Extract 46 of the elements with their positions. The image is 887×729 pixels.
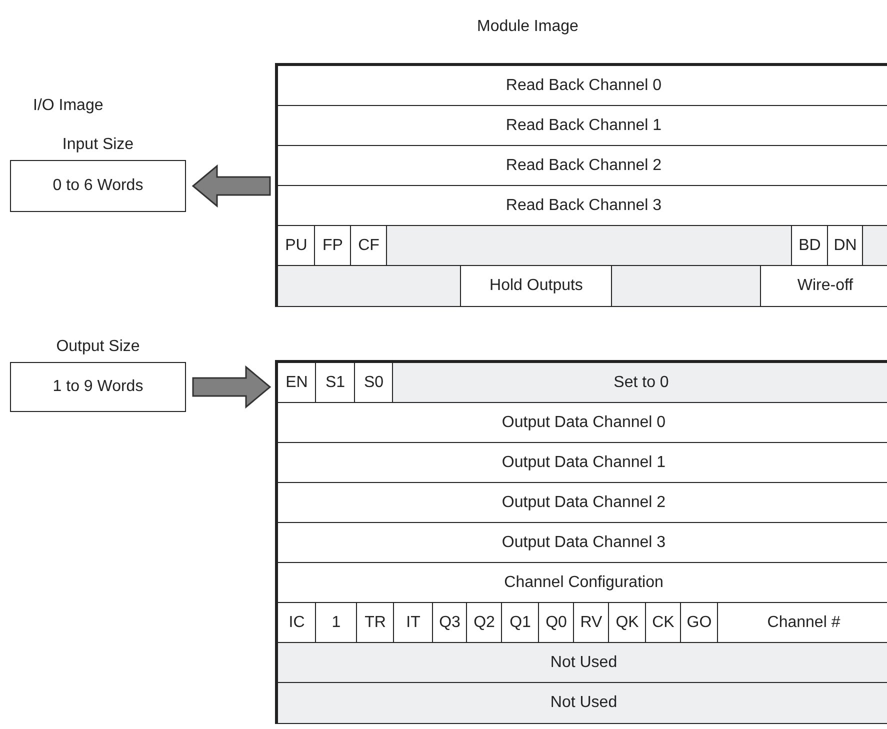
register-cell: Q0: [538, 602, 574, 644]
box-text: 1 to 9 Words: [52, 377, 144, 397]
register-cell: QK: [608, 602, 646, 644]
register-cell: Read Back Channel 0: [277, 65, 887, 106]
empty-cell: [862, 225, 887, 266]
register-cell: GO: [680, 602, 718, 644]
register-cell: CK: [645, 602, 682, 644]
register-cell: Read Back Channel 1: [277, 105, 887, 146]
block-arrow: [192, 365, 272, 409]
register-cell: Channel #: [717, 602, 887, 644]
register-cell: S0: [354, 362, 394, 404]
register-cell: BD: [791, 225, 828, 266]
register-cell: TR: [356, 602, 394, 644]
box-heading: Output Size: [55, 337, 141, 357]
register-cell: Q2: [466, 602, 502, 644]
register-cell: RV: [573, 602, 610, 644]
register-cell: Hold Outputs: [460, 265, 612, 306]
section-label: I/O Image: [33, 96, 104, 116]
block-arrow: [192, 164, 271, 208]
register-cell: Set to 0: [392, 362, 887, 404]
register-cell: Q3: [432, 602, 468, 644]
register-cell: EN: [277, 362, 316, 404]
register-table: [277, 65, 887, 305]
register-cell: Output Data Channel 0: [277, 402, 887, 444]
register-cell: Q1: [501, 602, 540, 644]
register-table: [277, 362, 887, 722]
register-cell: Output Data Channel 3: [277, 522, 887, 564]
register-cell: CF: [350, 225, 388, 266]
register-cell: Read Back Channel 2: [277, 145, 887, 186]
register-cell: DN: [827, 225, 864, 266]
register-cell: PU: [277, 225, 316, 266]
register-cell: Read Back Channel 3: [277, 185, 887, 226]
table-heading: Module Image: [477, 17, 578, 37]
register-cell: FP: [314, 225, 352, 266]
register-cell: 1: [315, 602, 358, 644]
register-cell: Not Used: [277, 682, 887, 724]
box-heading: Input Size: [61, 135, 135, 155]
register-cell: IT: [393, 602, 434, 644]
register-cell: Channel Configuration: [277, 562, 887, 604]
register-cell: Wire-off: [760, 265, 887, 306]
register-cell: Output Data Channel 2: [277, 482, 887, 524]
register-cell: S1: [315, 362, 356, 404]
register-cell: Output Data Channel 1: [277, 442, 887, 484]
register-cell: Not Used: [277, 642, 887, 684]
box-text: 0 to 6 Words: [52, 176, 144, 196]
register-cell: IC: [277, 602, 316, 644]
